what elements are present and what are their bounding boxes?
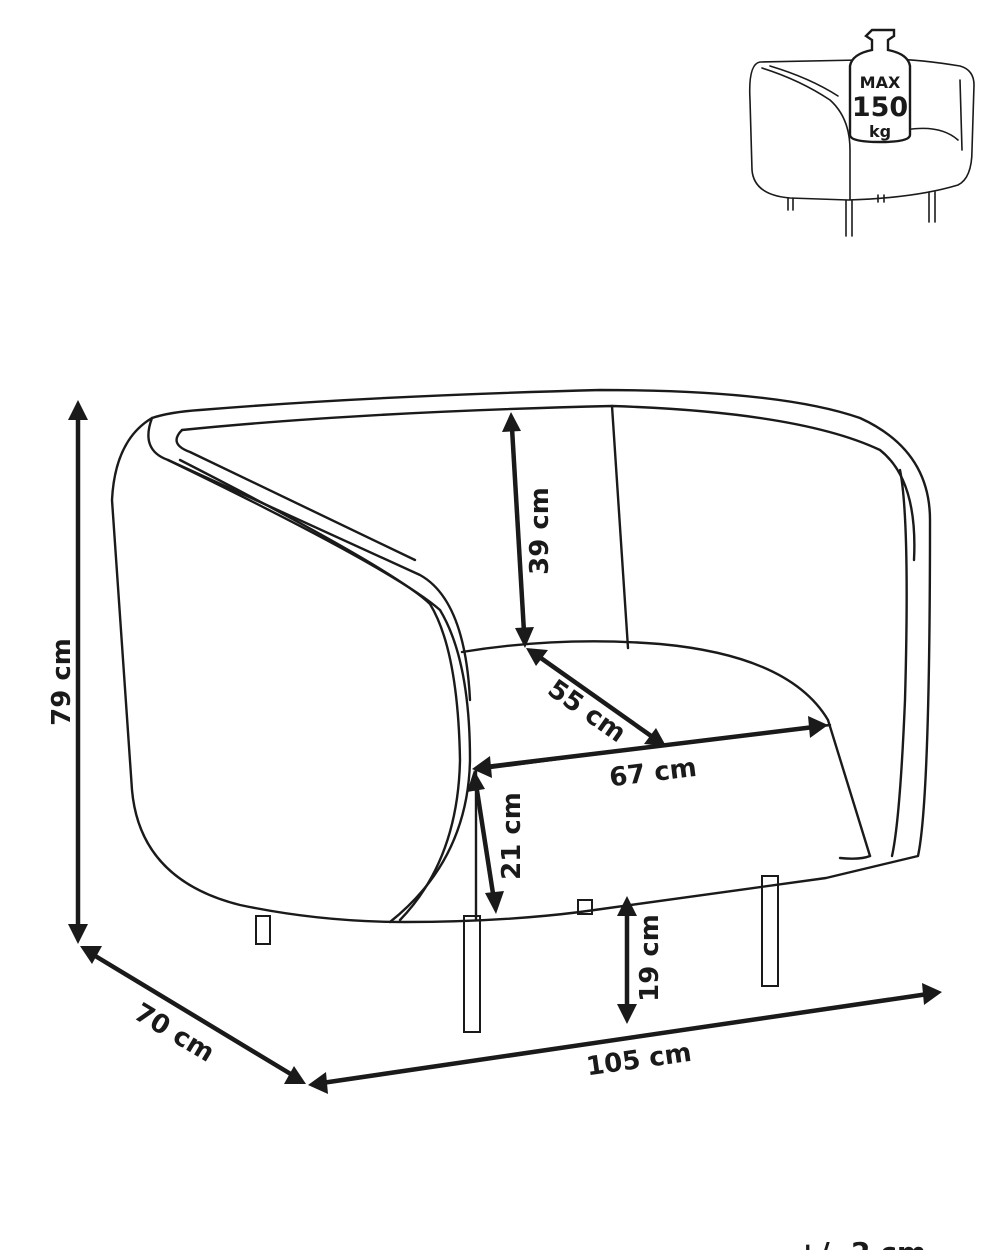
label-seat-width: 67 cm <box>608 753 699 793</box>
badge-unit: kg <box>869 122 891 141</box>
dimension-depth: 70 cm <box>80 946 306 1084</box>
dimension-seat-to-base: 21 cm <box>467 770 527 914</box>
label-leg-height: 19 cm <box>635 914 665 1002</box>
tolerance-note: +/- 2 cm <box>796 1236 926 1250</box>
chair-shell <box>110 388 932 924</box>
label-width: 105 cm <box>584 1038 693 1082</box>
leg-front-left <box>463 915 481 1033</box>
badge-value: 150 <box>852 92 908 123</box>
leg-back-left <box>255 915 271 945</box>
label-height: 79 cm <box>47 638 77 726</box>
leg-front-right <box>761 875 779 987</box>
weight-icon: MAX 150 kg <box>848 28 912 144</box>
label-backrest: 39 cm <box>525 487 555 575</box>
dimension-leg-height: 19 cm <box>617 896 665 1024</box>
thumbnail-armchair <box>748 58 975 237</box>
dimension-seat-width: 67 cm <box>472 716 828 793</box>
dimension-backrest: 39 cm <box>502 412 555 648</box>
armchair-drawing <box>110 388 932 1033</box>
dimension-seat-depth: 55 cm <box>526 648 666 749</box>
label-seat-to-base: 21 cm <box>497 792 527 880</box>
dimension-height: 79 cm <box>47 400 88 944</box>
label-depth: 70 cm <box>129 998 220 1069</box>
badge-max-label: MAX <box>860 73 901 92</box>
